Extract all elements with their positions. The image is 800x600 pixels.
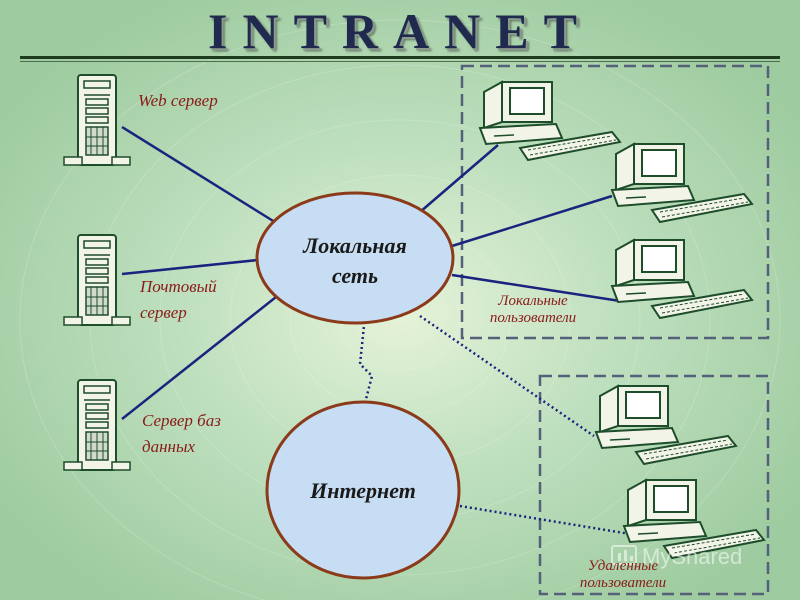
link-internet-to-lan <box>358 325 374 404</box>
lan-node <box>255 191 455 325</box>
title-underline-thin <box>20 61 780 62</box>
mail-server-label-line1: Почтовый <box>140 277 217 296</box>
remote-users-label-line2: пользователи <box>579 575 667 591</box>
remote-users-group-box <box>538 374 770 596</box>
mail-server-icon <box>63 234 131 326</box>
link-web-server <box>121 125 279 226</box>
db-server-label-line2: данных <box>142 437 196 456</box>
link-local-pc-1 <box>419 144 499 213</box>
web-server-label: Web сервер <box>138 91 218 110</box>
remote-users-label: Удаленные пользователи <box>560 558 686 592</box>
local-pc-icon-1 <box>479 81 621 161</box>
link-internet-to-remote-pc-2 <box>459 504 631 536</box>
web-server-icon <box>63 74 131 166</box>
local-pc-icon-3 <box>611 239 753 319</box>
db-server-label-line1: Сервер баз <box>142 411 221 430</box>
link-mail-server <box>121 258 259 276</box>
local-users-label: Локальные пользователи <box>466 293 600 327</box>
link-db-server <box>121 296 277 420</box>
watermark-logo-icon <box>611 545 637 565</box>
remote-pc-icon-1 <box>595 385 737 465</box>
link-local-pc-3 <box>451 273 621 303</box>
local-pc-icon-2 <box>611 143 753 223</box>
mail-server-label-line2: сервер <box>140 303 187 322</box>
internet-node <box>265 400 461 580</box>
lan-node-label-line2: сеть <box>331 263 379 288</box>
lan-node-label: Локальная сеть <box>265 231 445 291</box>
link-lan-to-remote-pc-1 <box>419 314 595 438</box>
remote-users-label-line1: Удаленные <box>587 558 659 574</box>
title-underline <box>20 56 780 59</box>
link-local-pc-2 <box>451 194 613 248</box>
lan-node-label-line1: Локальная <box>303 233 407 258</box>
database-server-icon <box>63 379 131 471</box>
watermark-text: MyShared <box>642 544 743 569</box>
local-users-group-box <box>460 64 770 340</box>
local-users-label-line1: Локальные <box>498 293 568 309</box>
local-users-label-line2: пользователи <box>489 310 577 326</box>
page-title: INTRANET <box>208 3 592 59</box>
internet-node-label: Интернет <box>310 478 416 503</box>
